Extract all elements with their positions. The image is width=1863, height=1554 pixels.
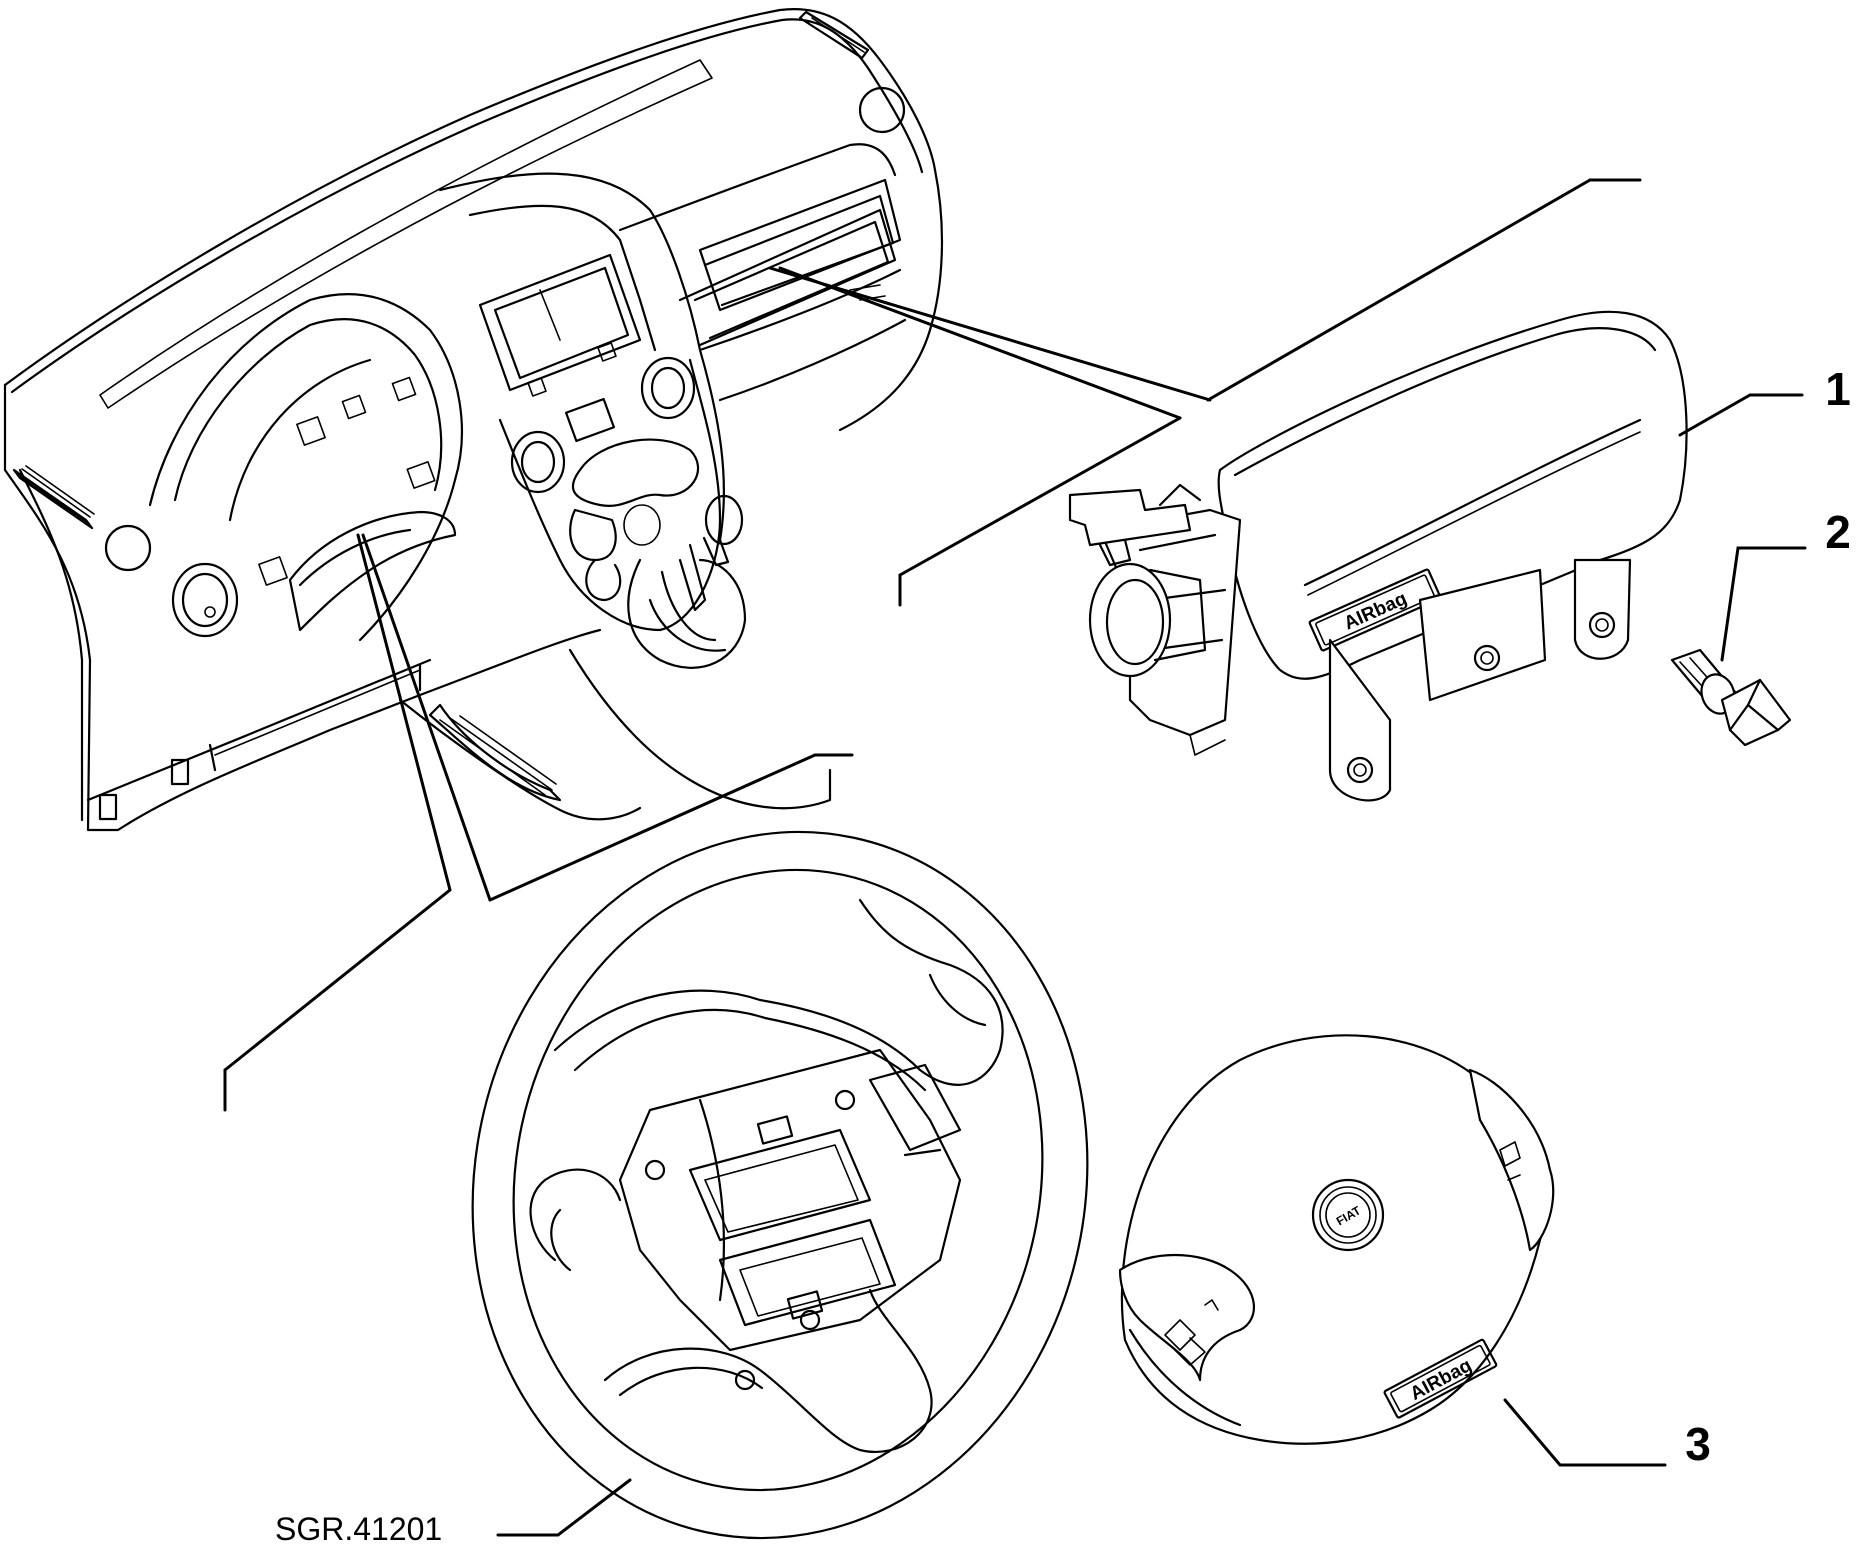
callout-3: 3 — [1503, 1398, 1711, 1470]
heater-knob-left-icon — [510, 430, 566, 494]
heater-knob-right-icon — [640, 356, 696, 420]
cluster-bracket-icon — [258, 376, 436, 586]
steering-wheel — [471, 830, 1089, 1540]
passenger-airbag-opening — [698, 178, 902, 312]
hazard-switch-icon — [564, 397, 616, 443]
clip-icon — [98, 793, 118, 821]
callout-1-label: 1 — [1825, 363, 1851, 415]
mounting-tab-icon — [1418, 568, 1547, 702]
center-display-panel — [478, 253, 642, 392]
right-round-vent-icon — [858, 86, 906, 134]
airbag-connector-icon — [1068, 483, 1202, 567]
dashboard-assembly — [3, 8, 944, 832]
drawing-code-text: SGR.41201 — [275, 1511, 442, 1547]
left-air-vent-icon — [171, 562, 239, 638]
mounting-bolt — [1670, 648, 1792, 747]
clip-icon — [170, 758, 190, 786]
inflator-icon — [1088, 562, 1207, 678]
callout-2: 2 — [1720, 506, 1851, 662]
passenger-airbag-module: AIRbag — [1068, 310, 1688, 802]
left-round-vent-icon — [104, 524, 152, 572]
right-side-vent-icon — [798, 10, 870, 60]
floor-vent-icon — [428, 703, 562, 802]
callout-2-label: 2 — [1825, 506, 1851, 558]
leader-lines — [223, 178, 1642, 1112]
mounting-tab-icon — [1328, 638, 1392, 802]
mounting-tab-icon — [1573, 558, 1632, 660]
drawing-code: SGR.41201 — [275, 1478, 632, 1547]
callout-1: 1 — [1678, 363, 1851, 437]
driver-airbag-module: FIAT AIRbag — [1118, 1034, 1555, 1445]
left-side-vent-icon — [12, 465, 95, 530]
callout-3-label: 3 — [1685, 1418, 1711, 1470]
gear-shift-lever — [627, 494, 747, 669]
